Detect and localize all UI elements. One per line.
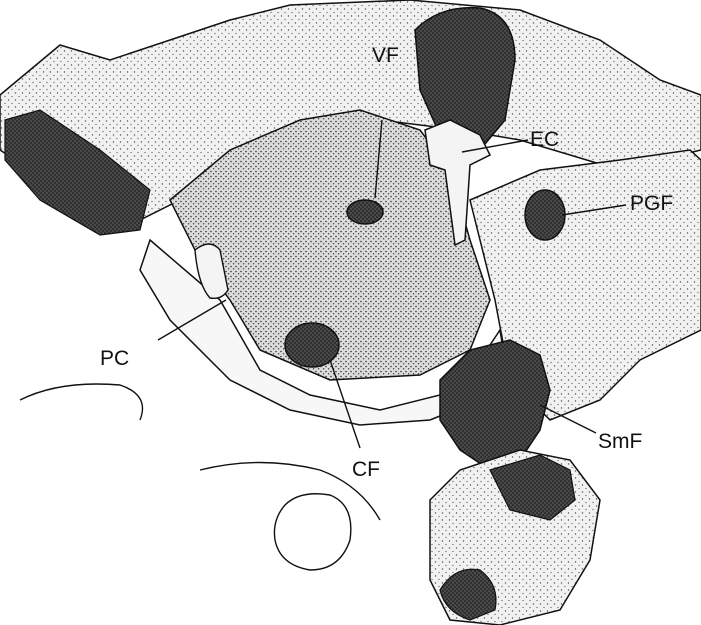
label-pc: PC xyxy=(100,347,129,370)
label-cf: CF xyxy=(352,458,380,481)
label-pgf: PGF xyxy=(630,192,673,215)
vf-foramen xyxy=(347,200,383,224)
pgf-foramen xyxy=(525,190,565,240)
smf-region xyxy=(440,340,550,470)
label-ec: EC xyxy=(530,128,559,151)
cf-foramen xyxy=(285,323,339,367)
label-smf: SmF xyxy=(598,430,642,453)
label-vf: VF xyxy=(372,44,399,67)
small-lower-loop xyxy=(274,494,350,570)
